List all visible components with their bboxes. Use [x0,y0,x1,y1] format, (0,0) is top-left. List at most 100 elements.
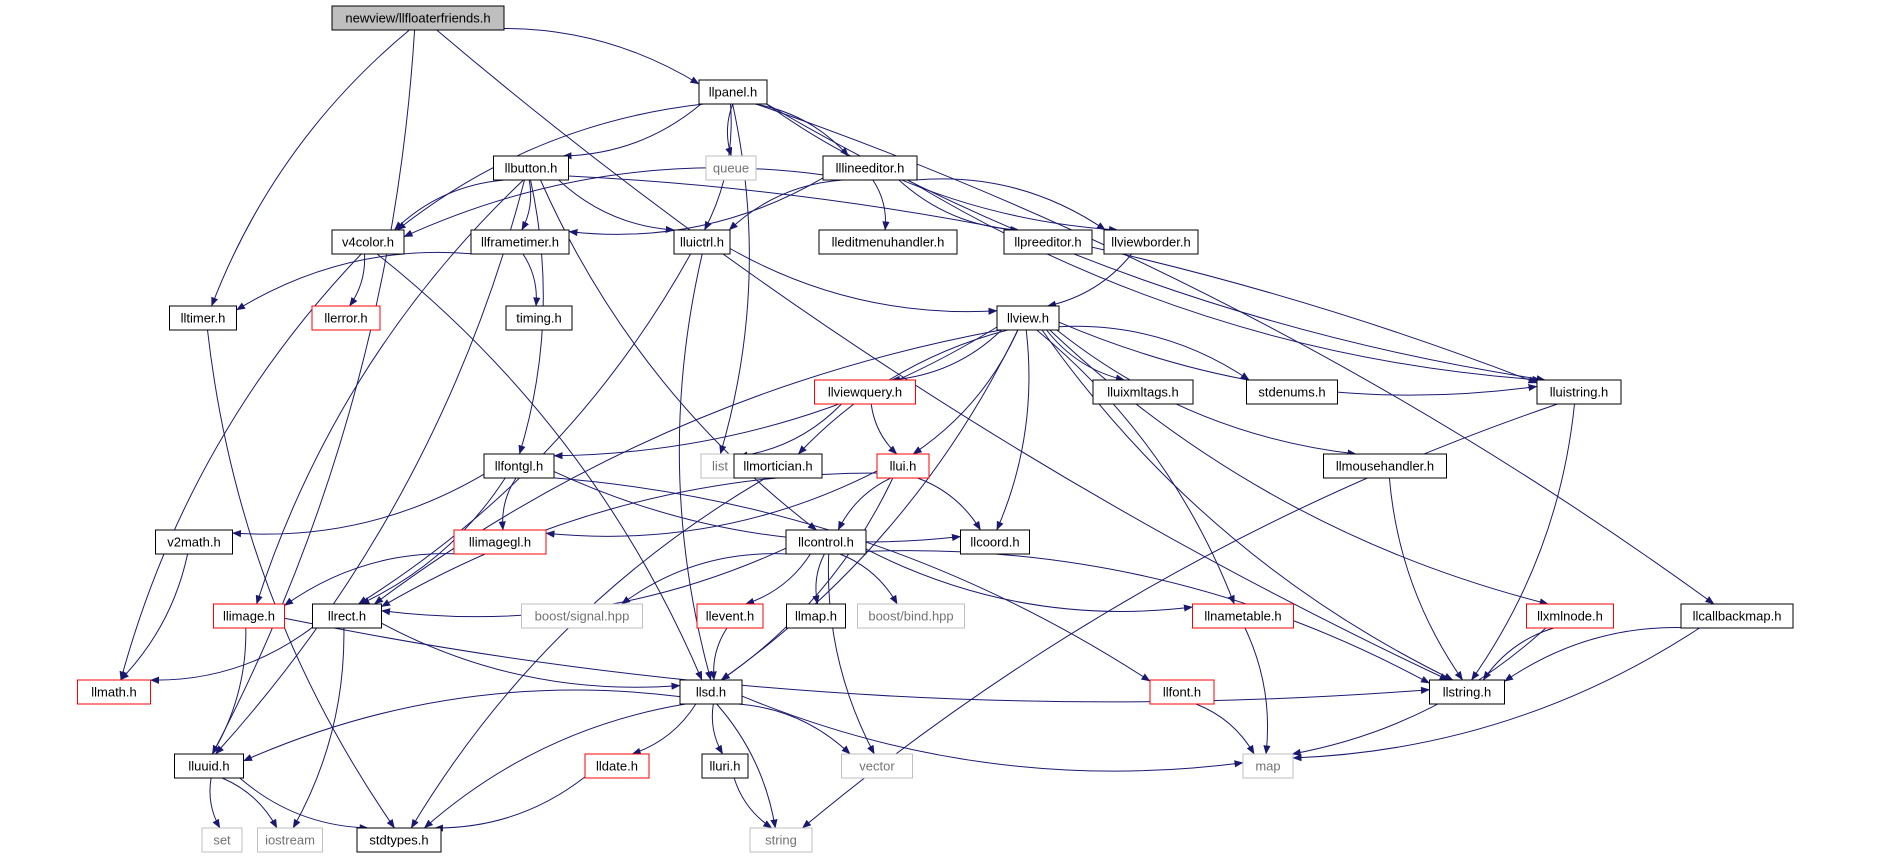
node-label-lluixmltags: lluixmltags.h [1107,385,1179,400]
node-box-v4color [331,229,405,255]
node-label-timing: timing.h [516,311,562,326]
node-v2math[interactable]: v2math.h [155,529,233,555]
node-box-llbutton [493,155,569,181]
node-llstring[interactable]: llstring.h [1429,679,1505,705]
node-label-lltimer: lltimer.h [181,311,226,326]
node-lldate[interactable]: lldate.h [584,753,650,779]
node-llpreeditor[interactable]: llpreeditor.h [1003,229,1093,255]
node-label-iostream: iostream [265,833,315,848]
node-llfont[interactable]: llfont.h [1149,679,1215,705]
node-box-llframetimer [470,229,570,255]
node-queue: queue [705,155,757,181]
node-llmap[interactable]: llmap.h [786,603,846,629]
edge-llsd-to-stdtypes [423,703,686,829]
edge-root-to-llstring [436,29,1449,681]
node-box-llmap [786,603,846,629]
node-box-string [749,827,813,853]
node-llimage[interactable]: llimage.h [213,603,285,629]
node-llbutton[interactable]: llbutton.h [493,155,569,181]
node-lllineeditor[interactable]: lllineeditor.h [822,155,918,181]
edge-lluictrl-to-llview [729,248,998,315]
node-llcoord[interactable]: llcoord.h [960,529,1030,555]
node-label-set: set [213,833,231,848]
node-box-llui [876,453,930,479]
node-box-boostbind [857,603,965,629]
node-llui[interactable]: llui.h [876,453,930,479]
node-llview[interactable]: llview.h [996,305,1060,331]
node-llviewborder[interactable]: llviewborder.h [1103,229,1199,255]
edge-llfontgl-to-llcoord [553,471,961,543]
node-llnametable[interactable]: llnametable.h [1192,603,1294,629]
edge-llview-to-llviewquery [890,329,1002,383]
node-boostsignal: boost/signal.hpp [521,603,643,629]
nodes-layer: newview/llfloaterfriends.h llpanel.h llbut… [77,5,1794,853]
node-stdenums[interactable]: stdenums.h [1246,379,1338,405]
node-label-lluuid: lluuid.h [188,759,229,774]
node-llcontrol[interactable]: llcontrol.h [785,529,867,555]
node-box-llview [996,305,1060,331]
node-lluixmltags[interactable]: lluixmltags.h [1092,379,1194,405]
node-llviewquery[interactable]: llviewquery.h [814,379,916,405]
node-lluuid[interactable]: lluuid.h [174,753,244,779]
edge-llview-to-llui [912,329,1019,455]
edge-llbutton-to-llframetimer [521,179,532,231]
edge-llcallbackmap-to-map [1292,627,1700,762]
node-box-lluistring [1536,379,1622,405]
edge-v4color-to-llsd [376,253,703,681]
node-root[interactable]: newview/llfloaterfriends.h [331,5,505,31]
edge-llcontrol-to-llevent [745,553,811,605]
node-set: set [201,827,243,853]
node-llmath[interactable]: llmath.h [77,679,151,705]
node-llcallbackmap[interactable]: llcallbackmap.h [1680,603,1794,629]
edge-lllineeditor-to-llpreeditor [898,179,1020,234]
edge-lllineeditor-to-lleditmenuhandler [872,179,890,231]
node-llpanel[interactable]: llpanel.h [698,79,768,105]
node-box-lluictrl [673,229,731,255]
node-lleditmenuhandler[interactable]: lleditmenuhandler.h [818,229,958,255]
node-box-v2math [155,529,233,555]
edge-llrect-to-llmath [150,626,313,684]
edge-llcontrol-to-vector [827,553,875,755]
node-llerror[interactable]: llerror.h [311,305,381,331]
node-llsd[interactable]: llsd.h [679,679,743,705]
node-box-vector [841,753,913,779]
node-box-map [1242,753,1294,779]
node-timing[interactable]: timing.h [505,305,573,331]
node-label-llstring: llstring.h [1443,685,1491,700]
node-lluictrl[interactable]: lluictrl.h [673,229,731,255]
node-llimagegl[interactable]: llimagegl.h [453,529,547,555]
edge-llcallbackmap-to-llstring [1504,627,1695,682]
node-llfontgl[interactable]: llfontgl.h [483,453,555,479]
node-llframetimer[interactable]: llframetimer.h [470,229,570,255]
node-lluistring[interactable]: lluistring.h [1536,379,1622,405]
node-box-set [201,827,243,853]
node-box-lluixmltags [1092,379,1194,405]
node-label-llview: llview.h [1007,311,1049,326]
node-label-lluictrl: lluictrl.h [680,235,724,250]
edge-llbutton-to-lluuid [215,179,525,755]
node-box-llrect [312,603,382,629]
node-label-llviewquery: llviewquery.h [828,385,902,400]
edge-lllineeditor-to-v4color [403,167,824,238]
node-llmortician[interactable]: llmortician.h [733,453,823,479]
node-box-queue [705,155,757,181]
node-lltimer[interactable]: lltimer.h [169,305,237,331]
edge-llimage-to-lluuid [211,627,247,755]
edge-llnametable-to-map [1244,627,1271,755]
edge-llimage-to-llstring [284,617,1430,703]
node-label-llnametable: llnametable.h [1204,609,1281,624]
node-box-llviewquery [814,379,916,405]
node-llrect[interactable]: llrect.h [312,603,382,629]
edge-llcontrol-to-llstring [865,550,1430,684]
node-stdtypes[interactable]: stdtypes.h [356,827,442,853]
edge-llpanel-to-list [719,103,750,455]
node-label-llsd: llsd.h [696,685,726,700]
node-v4color[interactable]: v4color.h [331,229,405,255]
node-label-boostbind: boost/bind.hpp [868,609,953,624]
node-llxmlnode[interactable]: llxmlnode.h [1526,603,1614,629]
node-lluri[interactable]: lluri.h [701,753,749,779]
node-label-v2math: v2math.h [167,535,220,550]
node-llevent[interactable]: llevent.h [696,603,764,629]
node-llmousehandler[interactable]: llmousehandler.h [1323,453,1447,479]
edge-llmousehandler-to-llstring [1388,477,1464,681]
